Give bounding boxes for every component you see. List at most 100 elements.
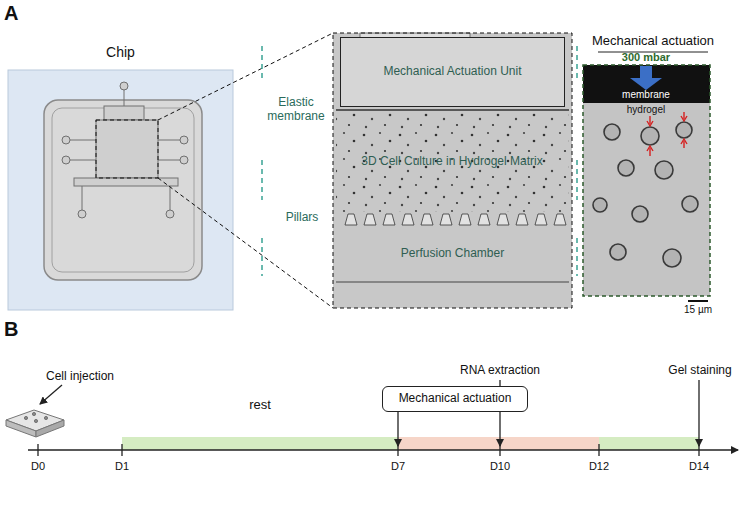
- layer-label: membrane: [601, 89, 691, 101]
- art-line: [82, 186, 83, 210]
- art-circle: [593, 198, 607, 212]
- art-line: [124, 88, 125, 106]
- elastic-membrane: [336, 109, 569, 111]
- art-path: [6, 420, 36, 437]
- art-line: [683, 141, 684, 148]
- art-circle: [166, 210, 174, 218]
- art-circle: [632, 206, 648, 222]
- art-line: [649, 116, 650, 124]
- event-arrows: [40, 380, 699, 446]
- node-text: Mechanical actuation: [399, 392, 512, 406]
- process-box: Mechanical actuation: [382, 386, 528, 412]
- layer-label: hydrogel: [601, 104, 691, 116]
- event-label: Gel staining: [640, 364, 748, 378]
- pressure-label: 300 mbar: [601, 51, 691, 64]
- art-line: [170, 186, 171, 210]
- art-circle: [641, 127, 659, 145]
- event-label: RNA extraction: [440, 364, 560, 378]
- art-line: [158, 140, 180, 141]
- art-line: [698, 380, 699, 446]
- perfusion-chamber: Perfusion Chamber: [336, 228, 569, 280]
- art-circle: [62, 136, 70, 144]
- art-line: [576, 46, 578, 80]
- chip-panel: Chip: [8, 70, 233, 310]
- day-label: D7: [378, 460, 418, 473]
- art-line: [70, 160, 96, 161]
- art-circle: [663, 249, 681, 267]
- part-label: Elastic membrane: [266, 96, 326, 124]
- art-path: [647, 116, 687, 151]
- art-line: [576, 238, 578, 276]
- micrograph-bg: [333, 33, 572, 308]
- node-text: Perfusion Chamber: [401, 247, 504, 261]
- art-rect: [74, 178, 178, 186]
- art-line: [261, 46, 263, 80]
- art-circle: [120, 82, 128, 90]
- art-line: [576, 160, 578, 200]
- chip-body: [44, 100, 202, 280]
- art-circle: [32, 412, 35, 415]
- event-label: Cell injection: [46, 370, 136, 384]
- micrograph-frame: [333, 33, 572, 308]
- panel-letter: A: [4, 2, 34, 25]
- day-label: D0: [18, 460, 58, 473]
- art-circle: [24, 416, 27, 419]
- pillar-row: [342, 213, 570, 226]
- node-text: Mechanical Actuation Unit: [383, 65, 521, 79]
- red-arrows: [647, 112, 687, 156]
- rest-band: [599, 437, 699, 450]
- art-circle: [610, 244, 626, 260]
- hydrogel-cells: [336, 112, 569, 212]
- panel-heading: Mechanical actuation: [590, 34, 716, 49]
- art-circle: [180, 136, 188, 144]
- pressure-arrow: [630, 66, 662, 90]
- actuation-unit-box: Mechanical Actuation Unit: [340, 37, 565, 107]
- art-circle: [34, 419, 37, 422]
- node-text: Chip: [8, 44, 233, 60]
- art-circle: [618, 160, 634, 176]
- art-circle: [78, 210, 86, 218]
- day-label: D1: [102, 460, 142, 473]
- art-circle: [655, 161, 673, 179]
- rest-band: [122, 437, 398, 450]
- inset-frame: [583, 65, 710, 296]
- chip-channels: [62, 82, 188, 218]
- region-label: 3D Cell Culture in Hydrogel Matrix: [352, 155, 552, 169]
- art-line: [649, 148, 650, 156]
- phase-label: rest: [220, 398, 300, 413]
- art-circle: [180, 156, 188, 164]
- part-label: Pillars: [272, 211, 332, 225]
- cells: [593, 122, 698, 267]
- zoom-line: [158, 178, 333, 308]
- art-line: [40, 385, 62, 404]
- inset-membrane: [583, 65, 710, 103]
- art-line: [261, 238, 263, 276]
- art-line: [70, 140, 96, 141]
- chip-panel-bg: [8, 70, 233, 310]
- art-line: [397, 412, 398, 446]
- art-line: [158, 160, 180, 161]
- day-label: D14: [679, 460, 719, 473]
- art-circle: [44, 416, 47, 419]
- art-line: [121, 444, 122, 456]
- art-rect: [96, 120, 158, 178]
- actuation-band: [398, 437, 599, 450]
- ticks: [38, 444, 699, 456]
- day-label: D10: [480, 460, 520, 473]
- art-rect: [104, 106, 144, 120]
- time-axis: [28, 449, 738, 451]
- art-line: [261, 160, 263, 200]
- art-line: [598, 444, 599, 456]
- chip-icon: [6, 410, 64, 437]
- day-label: D12: [579, 460, 619, 473]
- art-line: [683, 112, 684, 119]
- scale-bar: [688, 300, 708, 302]
- zoom-box: [96, 120, 158, 178]
- art-path: [36, 420, 64, 437]
- scale-label: 15 µm: [676, 304, 720, 316]
- art-circle: [604, 124, 620, 140]
- chip-inner-outline: [52, 108, 194, 272]
- art-circle: [676, 122, 692, 138]
- art-line: [37, 444, 38, 456]
